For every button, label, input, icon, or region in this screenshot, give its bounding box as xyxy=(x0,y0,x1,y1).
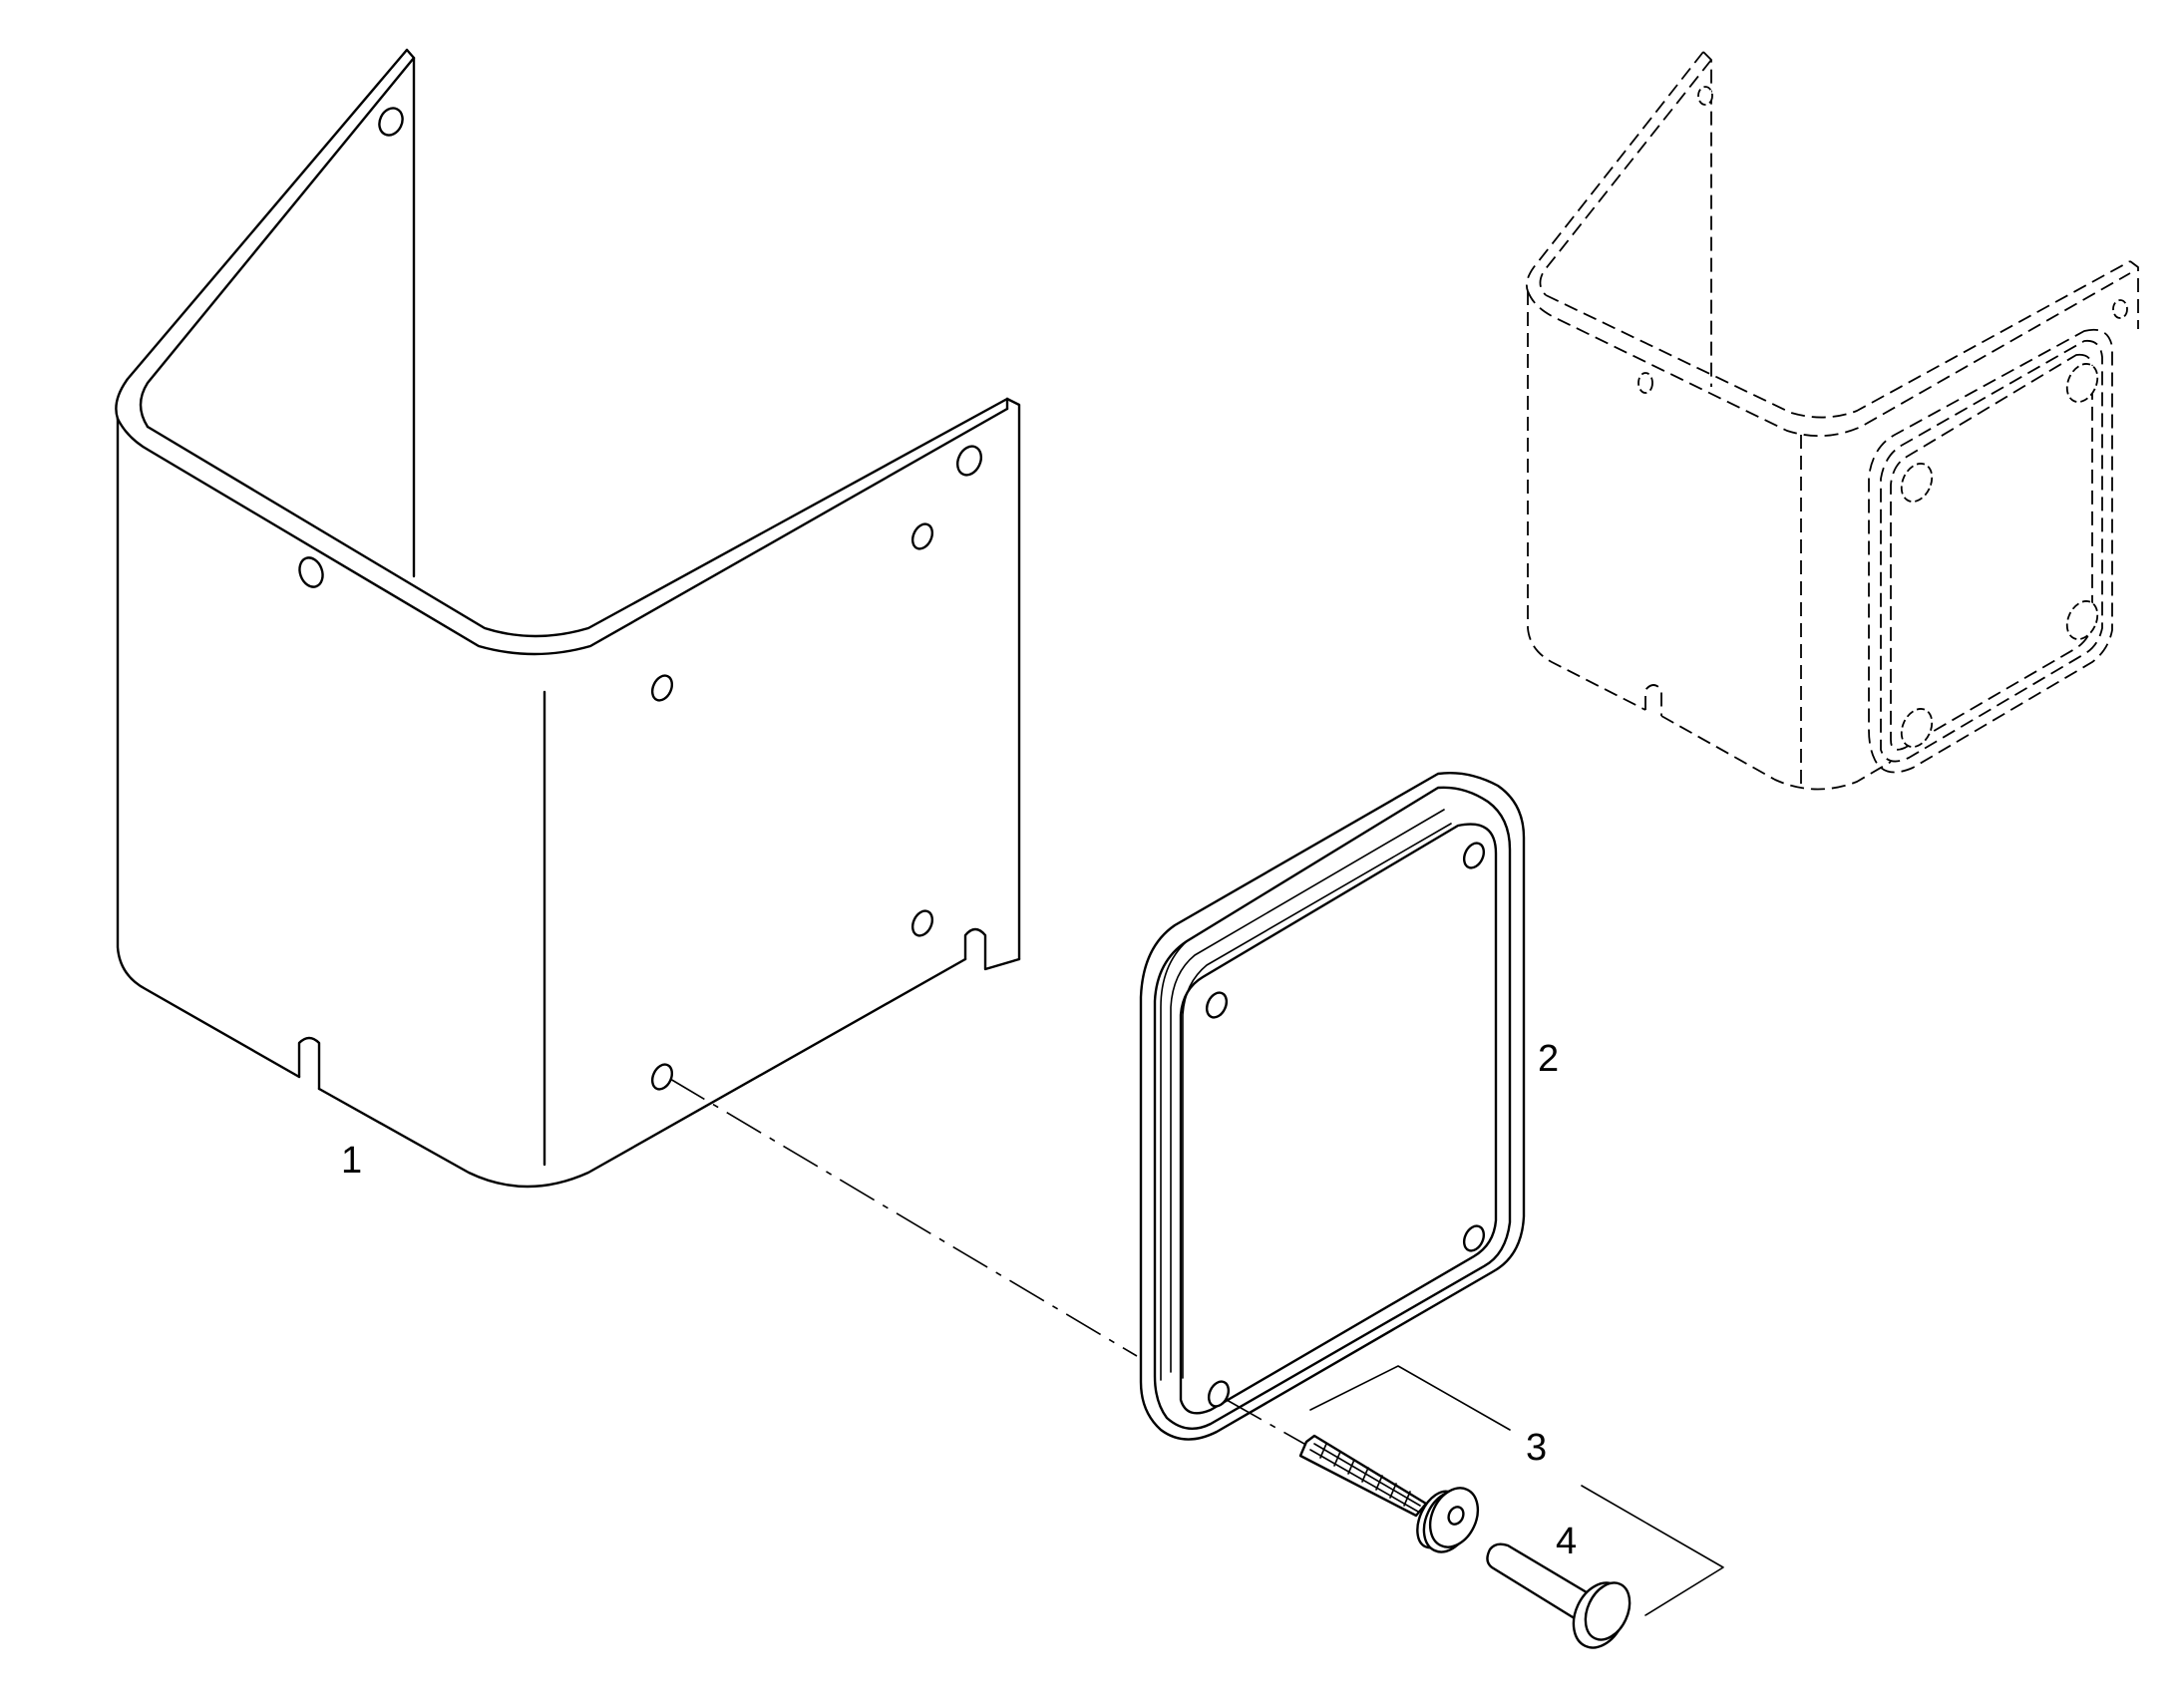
part-3-wall-plug xyxy=(1298,1434,1480,1553)
callout-part-2: 2 xyxy=(1538,1038,1559,1080)
assembled-reference-view xyxy=(1525,51,2139,791)
assembly-centerline-upper xyxy=(669,1078,1138,1357)
callout-part-4: 4 xyxy=(1556,1521,1577,1562)
callout-part-1: 1 xyxy=(341,1140,362,1182)
callout-bracket-3-4 xyxy=(1309,1365,1511,1431)
callout-part-3: 3 xyxy=(1526,1427,1547,1469)
part-4-pin xyxy=(1486,1542,1632,1649)
part-2-cover-plate xyxy=(1139,772,1526,1441)
callout-bracket-lower xyxy=(1581,1485,1724,1616)
plug-ribs xyxy=(1319,1443,1411,1507)
assembly-centerline-lower xyxy=(1226,1399,1319,1453)
part-1-bracket xyxy=(115,48,1021,1189)
